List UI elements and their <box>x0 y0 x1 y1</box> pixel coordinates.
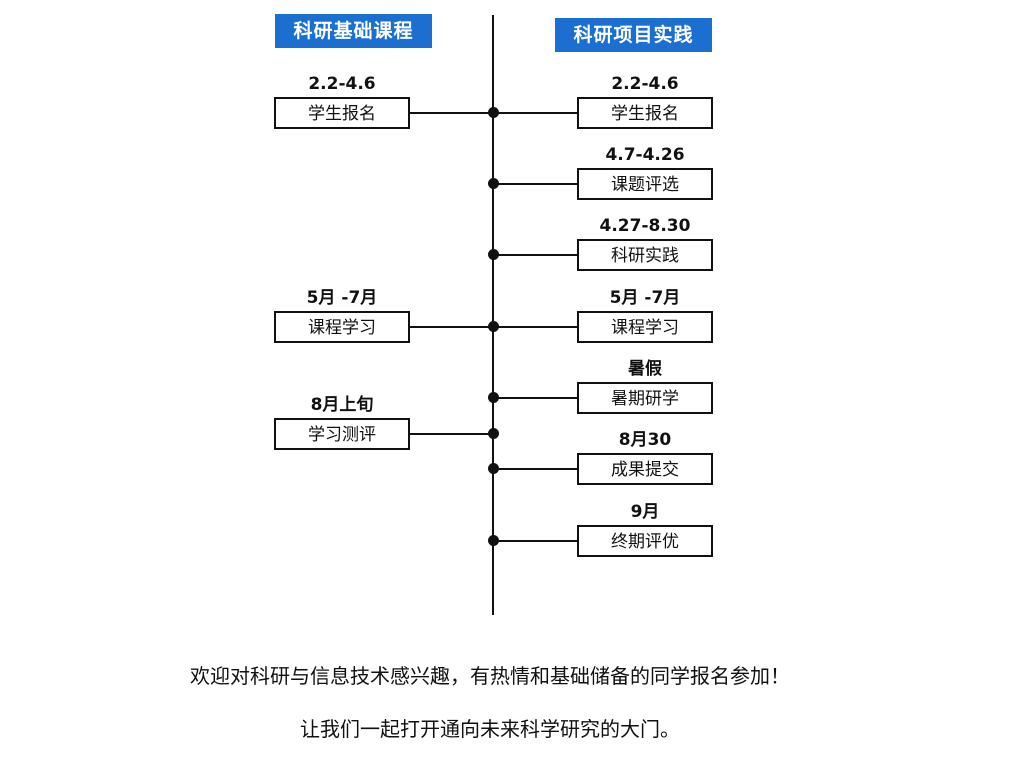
right-track-title: 科研项目实践 <box>555 18 712 52</box>
event-label-box: 学习测评 <box>274 418 410 450</box>
event-label: 学生报名 <box>308 104 376 124</box>
event-label-box: 科研实践 <box>577 239 713 271</box>
left-event-assessment: 8月上旬 学习测评 <box>274 394 410 450</box>
timeline-dot <box>488 178 499 189</box>
event-label-box: 课程学习 <box>274 311 410 343</box>
connector-left-1 <box>410 112 494 114</box>
event-date: 9月 <box>630 502 660 522</box>
connector-left-3 <box>410 433 494 435</box>
right-event-summer-study: 暑假 暑期研学 <box>577 358 713 414</box>
right-event-course-study: 5月 -7月 课程学习 <box>577 287 713 343</box>
event-label-box: 成果提交 <box>577 453 713 485</box>
timeline-axis <box>492 15 494 615</box>
event-label-box: 学生报名 <box>274 97 410 129</box>
left-track-title: 科研基础课程 <box>275 14 432 48</box>
event-label: 学生报名 <box>611 104 679 124</box>
right-event-research-practice: 4.27-8.30 科研实践 <box>577 215 713 271</box>
left-event-registration: 2.2-4.6 学生报名 <box>274 73 410 129</box>
connector-left-2 <box>410 326 494 328</box>
event-label-box: 终期评优 <box>577 525 713 557</box>
event-date: 8月30 <box>618 430 672 450</box>
event-date: 5月 -7月 <box>609 288 681 308</box>
timeline-dot <box>488 107 499 118</box>
event-label: 学习测评 <box>308 425 376 445</box>
event-label-box: 课程学习 <box>577 311 713 343</box>
event-label: 科研实践 <box>611 246 679 266</box>
event-date: 4.7-4.26 <box>605 145 685 165</box>
right-event-registration: 2.2-4.6 学生报名 <box>577 73 713 129</box>
timeline-dot <box>488 428 499 439</box>
event-label-box: 暑期研学 <box>577 382 713 414</box>
event-label: 课程学习 <box>308 318 376 338</box>
timeline-dot <box>488 321 499 332</box>
event-label: 课题评选 <box>611 175 679 195</box>
timeline-dot <box>488 249 499 260</box>
timeline-dot <box>488 463 499 474</box>
connector-right-5 <box>493 397 577 399</box>
right-event-final-evaluation: 9月 终期评优 <box>577 501 713 557</box>
event-date: 暑假 <box>628 359 662 379</box>
timeline-dot <box>488 392 499 403</box>
connector-right-2 <box>493 183 577 185</box>
event-date: 4.27-8.30 <box>599 216 691 236</box>
right-event-result-submission: 8月30 成果提交 <box>577 429 713 485</box>
event-date: 8月上旬 <box>310 395 374 415</box>
left-event-course-study: 5月 -7月 课程学习 <box>274 287 410 343</box>
event-date: 5月 -7月 <box>306 288 378 308</box>
connector-right-6 <box>493 468 577 470</box>
right-event-topic-selection: 4.7-4.26 课题评选 <box>577 144 713 200</box>
event-date: 2.2-4.6 <box>611 74 679 94</box>
timeline-dot <box>488 535 499 546</box>
event-label: 终期评优 <box>611 532 679 552</box>
event-label-box: 学生报名 <box>577 97 713 129</box>
event-label: 课程学习 <box>611 318 679 338</box>
connector-right-4 <box>493 326 577 328</box>
connector-right-1 <box>493 112 577 114</box>
event-date: 2.2-4.6 <box>308 74 376 94</box>
event-label: 暑期研学 <box>611 389 679 409</box>
event-label: 成果提交 <box>611 460 679 480</box>
footer-closing-text: 让我们一起打开通向未来科学研究的大门。 <box>300 717 680 741</box>
connector-right-3 <box>493 254 577 256</box>
event-label-box: 课题评选 <box>577 168 713 200</box>
footer-invitation-text: 欢迎对科研与信息技术感兴趣，有热情和基础储备的同学报名参加！ <box>190 664 790 688</box>
connector-right-7 <box>493 540 577 542</box>
